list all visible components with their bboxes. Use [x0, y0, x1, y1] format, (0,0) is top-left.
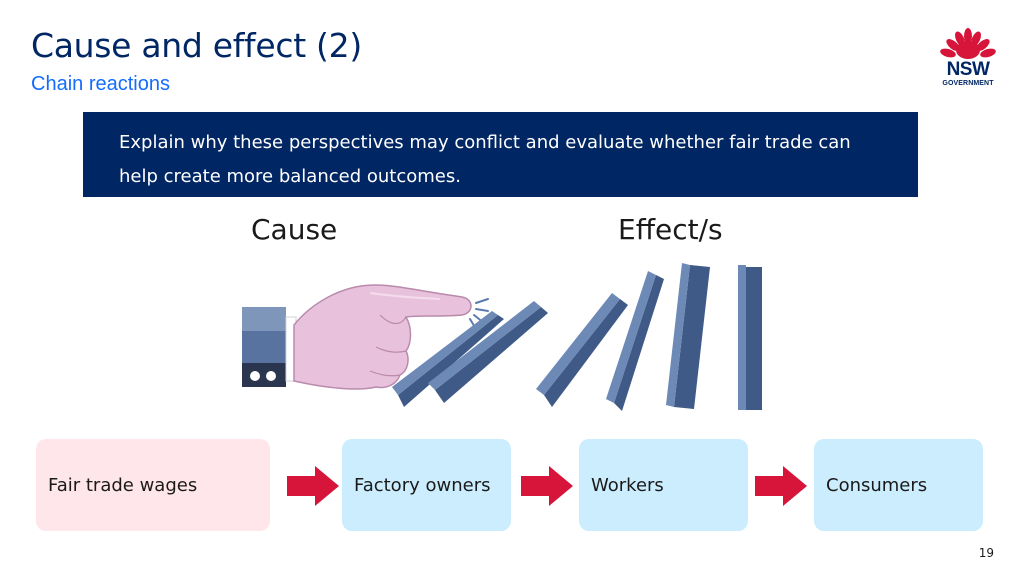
right-arrow-icon — [521, 466, 573, 506]
logo-government-text: GOVERNMENT — [942, 80, 994, 87]
chain-box-label: Fair trade wages — [48, 474, 198, 496]
chain-box-consumers: Consumers — [814, 439, 983, 531]
chain-box-label: Factory owners — [354, 474, 491, 496]
effect-label: Effect/s — [618, 213, 723, 246]
right-arrow-icon — [755, 466, 807, 506]
chain-box-workers: Workers — [579, 439, 748, 531]
chain-box-label: Consumers — [826, 474, 928, 496]
instruction-banner: Explain why these perspectives may confl… — [83, 112, 918, 197]
chain-box-label: Workers — [591, 475, 664, 496]
dominoes — [392, 263, 762, 411]
chain-box-factory-owners: Factory owners — [342, 439, 511, 531]
right-arrow-icon — [287, 466, 339, 506]
slide-title: Cause and effect (2) — [31, 26, 362, 65]
cause-label: Cause — [251, 213, 338, 246]
pointing-hand-icon — [293, 284, 472, 390]
domino-illustration — [242, 263, 762, 411]
sleeve-icon — [242, 307, 297, 387]
nsw-government-logo: NSW GOVERNMENT — [938, 28, 998, 92]
instruction-text: Explain why these perspectives may confl… — [119, 132, 851, 187]
slide-subtitle: Chain reactions — [31, 73, 170, 95]
waratah-icon — [940, 28, 996, 59]
logo-nsw-text: NSW — [946, 59, 990, 80]
page-number: 19 — [978, 546, 994, 560]
chain-box-fair-trade-wages: Fair trade wages — [36, 439, 270, 531]
